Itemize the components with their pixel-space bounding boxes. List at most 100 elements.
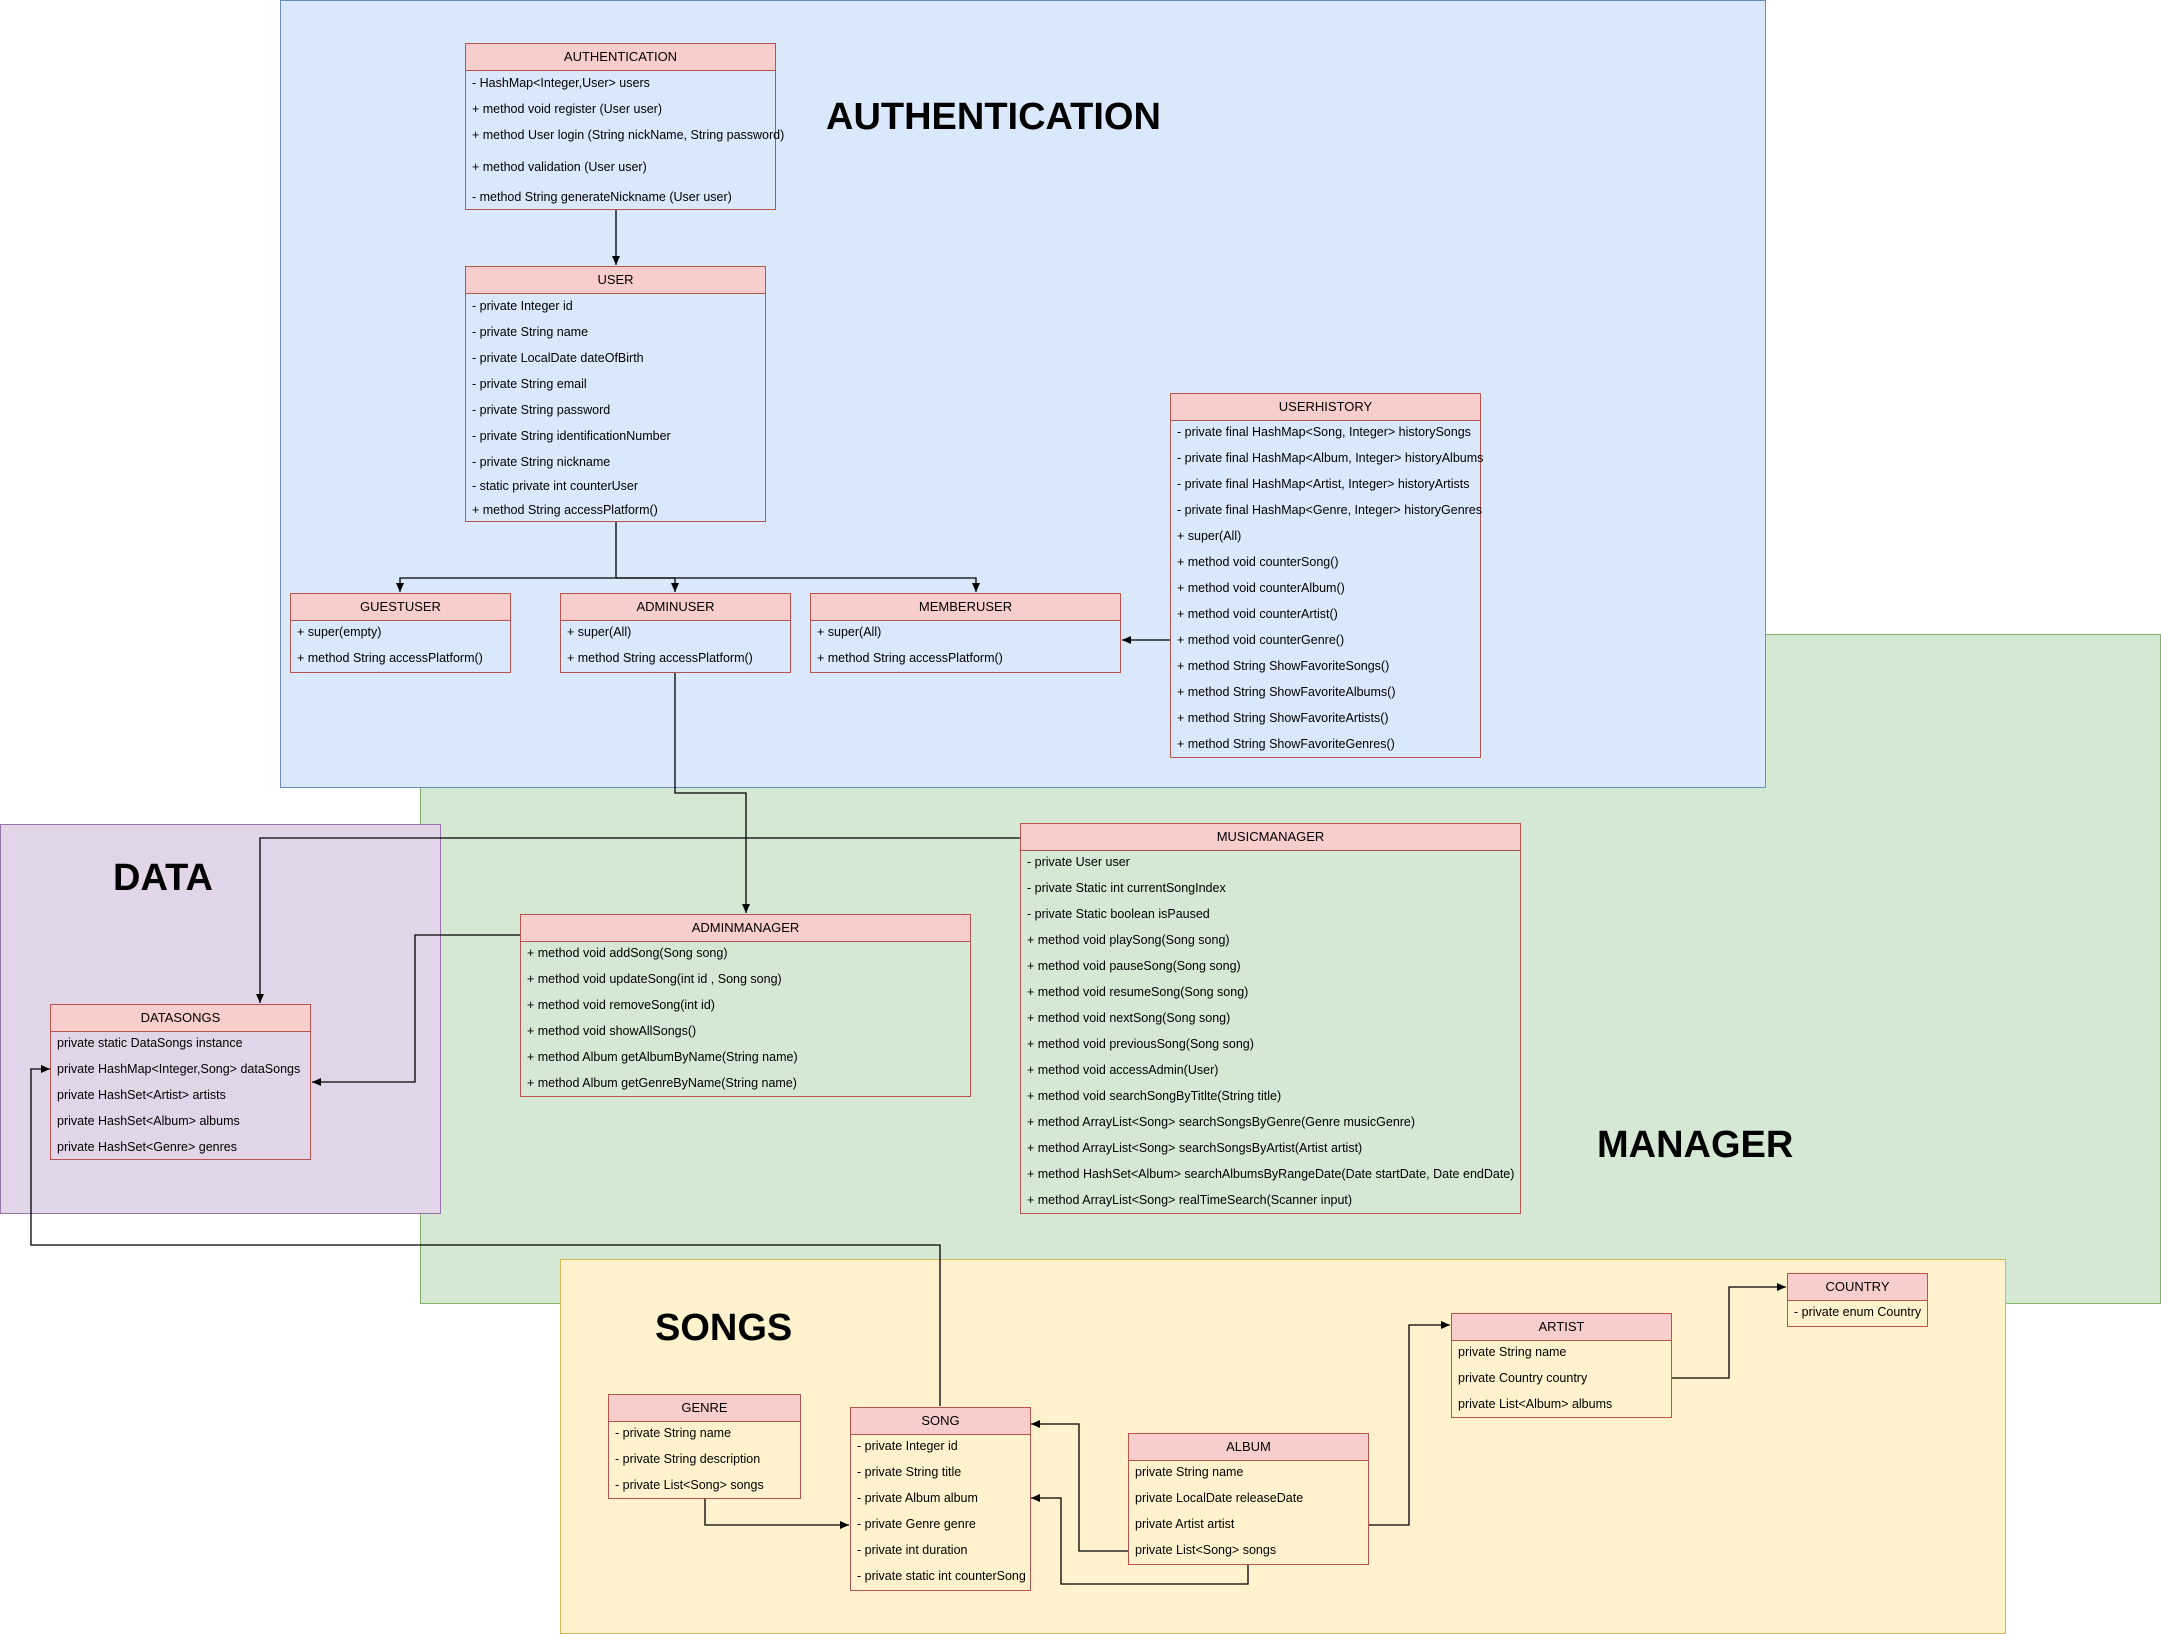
class-member: private HashSet<Artist> artists bbox=[57, 1088, 226, 1102]
class-datasongs[interactable]: DATASONGS private static DataSongs insta… bbox=[50, 1004, 311, 1160]
class-authentication[interactable]: AUTHENTICATION - HashMap<Integer,User> u… bbox=[465, 43, 784, 210]
class-musicmanager[interactable]: MUSICMANAGER - private User user - priva… bbox=[1020, 823, 1521, 1214]
class-member: - private String password bbox=[472, 403, 611, 417]
class-country[interactable]: COUNTRY - private enum Country bbox=[1787, 1273, 1928, 1327]
class-title: GUESTUSER bbox=[291, 594, 510, 621]
class-member: + method void addSong(Song song) bbox=[527, 946, 728, 960]
class-member: - private Album album bbox=[857, 1491, 978, 1505]
class-member: private LocalDate releaseDate bbox=[1135, 1491, 1304, 1505]
edge-adminmanager-datasongs bbox=[312, 934, 524, 1086]
class-title: ARTIST bbox=[1452, 1314, 1671, 1341]
class-title: SONG bbox=[851, 1408, 1030, 1435]
class-album[interactable]: ALBUM private String name private LocalD… bbox=[1128, 1433, 1369, 1565]
class-member: private List<Song> songs bbox=[1135, 1543, 1277, 1557]
region-title-manager: MANAGER bbox=[1597, 1124, 1794, 1166]
class-member: - private final HashMap<Song, Integer> h… bbox=[1177, 425, 1471, 439]
class-member: + method String accessPlatform() bbox=[817, 651, 1003, 665]
class-member: private HashSet<Album> albums bbox=[57, 1114, 240, 1128]
class-member: private String name bbox=[1135, 1465, 1244, 1479]
class-song[interactable]: SONG - private Integer id - private Stri… bbox=[850, 1407, 1031, 1591]
class-member: + method void previousSong(Song song) bbox=[1027, 1037, 1254, 1051]
class-member: private Country country bbox=[1458, 1371, 1588, 1385]
class-user[interactable]: USER - private Integer id - private Stri… bbox=[465, 266, 766, 522]
class-member: - private Genre genre bbox=[857, 1517, 976, 1531]
class-member: - private String email bbox=[472, 377, 587, 391]
class-member: - private enum Country bbox=[1794, 1305, 1922, 1319]
class-member: + method void counterSong() bbox=[1177, 555, 1339, 569]
class-member: - private Static boolean isPaused bbox=[1027, 907, 1210, 921]
class-member: - private static int counterSong bbox=[857, 1569, 1026, 1583]
class-guestuser[interactable]: GUESTUSER + super(empty) + method String… bbox=[290, 593, 511, 673]
class-member: - private User user bbox=[1027, 855, 1130, 869]
class-userhistory[interactable]: USERHISTORY - private final HashMap<Song… bbox=[1170, 393, 1484, 758]
edge-album-song bbox=[1031, 1420, 1128, 1552]
class-member: - method String generateNickname (User u… bbox=[472, 190, 732, 204]
class-member: + method ArrayList<Song> searchSongsByGe… bbox=[1027, 1115, 1416, 1129]
edge-user-memberuser bbox=[616, 577, 980, 592]
class-member: + method String ShowFavoriteGenres() bbox=[1177, 737, 1395, 751]
class-member: + method void nextSong(Song song) bbox=[1027, 1011, 1231, 1025]
region-title-data: DATA bbox=[113, 857, 213, 899]
class-member: - private String title bbox=[857, 1465, 962, 1479]
class-member: + method void resumeSong(Song song) bbox=[1027, 985, 1249, 999]
class-member: + method void register (User user) bbox=[472, 102, 663, 116]
class-adminuser[interactable]: ADMINUSER + super(All) + method String a… bbox=[560, 593, 791, 673]
class-member: + method String ShowFavoriteAlbums() bbox=[1177, 685, 1396, 699]
edge-album-song-2 bbox=[1031, 1494, 1249, 1585]
class-title: MUSICMANAGER bbox=[1021, 824, 1520, 851]
class-member: - private String identificationNumber bbox=[472, 429, 671, 443]
class-member: + method String accessPlatform() bbox=[297, 651, 483, 665]
edge-artist-country bbox=[1671, 1283, 1786, 1379]
class-genre[interactable]: GENRE - private String name - private St… bbox=[608, 1394, 801, 1499]
class-member: - private int duration bbox=[857, 1543, 968, 1557]
class-member: + super(All) bbox=[567, 625, 632, 639]
class-member: private HashMap<Integer,Song> dataSongs bbox=[57, 1062, 301, 1076]
class-member: + method void counterAlbum() bbox=[1177, 581, 1345, 595]
class-member: + method void updateSong(int id , Song s… bbox=[527, 972, 782, 986]
class-member: + method ArrayList<Song> searchSongsByAr… bbox=[1027, 1141, 1363, 1155]
class-member: + method void counterGenre() bbox=[1177, 633, 1345, 647]
class-member: private HashSet<Genre> genres bbox=[57, 1140, 237, 1154]
class-member: + method HashSet<Album> searchAlbumsByRa… bbox=[1027, 1167, 1515, 1181]
class-title: MEMBERUSER bbox=[811, 594, 1120, 621]
class-member: - static private int counterUser bbox=[472, 479, 639, 493]
class-title: USERHISTORY bbox=[1171, 394, 1480, 421]
class-member: + method Album getGenreByName(String nam… bbox=[527, 1076, 797, 1090]
class-member: - private String name bbox=[615, 1426, 732, 1440]
edge-user-adminuser bbox=[616, 577, 679, 592]
class-member: + super(All) bbox=[817, 625, 882, 639]
class-member: + method String accessPlatform() bbox=[472, 503, 658, 517]
class-member: + method String ShowFavoriteSongs() bbox=[1177, 659, 1390, 673]
class-memberuser[interactable]: MEMBERUSER + super(All) + method String … bbox=[810, 593, 1121, 673]
class-member: - private String nickname bbox=[472, 455, 611, 469]
class-member: + method String ShowFavoriteArtists() bbox=[1177, 711, 1389, 725]
class-member: + method void removeSong(int id) bbox=[527, 998, 715, 1012]
class-title: ADMINUSER bbox=[561, 594, 790, 621]
region-title-songs: SONGS bbox=[655, 1307, 793, 1349]
class-member: + super(All) bbox=[1177, 529, 1242, 543]
class-member: private static DataSongs instance bbox=[57, 1036, 243, 1050]
class-member: + method void playSong(Song song) bbox=[1027, 933, 1230, 947]
edge-musicmanager-datasongs bbox=[256, 837, 1020, 1003]
class-member: private List<Album> albums bbox=[1458, 1397, 1613, 1411]
class-member: - private String description bbox=[615, 1452, 761, 1466]
class-member: + super(empty) bbox=[297, 625, 382, 639]
class-title: AUTHENTICATION bbox=[466, 44, 775, 71]
edge-song-datasongs bbox=[30, 1065, 941, 1406]
class-adminmanager[interactable]: ADMINMANAGER + method void addSong(Song … bbox=[520, 914, 971, 1097]
class-member: - private final HashMap<Album, Integer> … bbox=[1177, 451, 1484, 465]
class-member: - private LocalDate dateOfBirth bbox=[472, 351, 644, 365]
class-title: ALBUM bbox=[1129, 1434, 1368, 1461]
class-member: + method void counterArtist() bbox=[1177, 607, 1338, 621]
class-member: private String name bbox=[1458, 1345, 1567, 1359]
edge-user-guestuser bbox=[396, 521, 617, 592]
class-member: + method Album getAlbumByName(String nam… bbox=[527, 1050, 798, 1064]
class-member: - private Static int currentSongIndex bbox=[1027, 881, 1226, 895]
class-title: COUNTRY bbox=[1788, 1274, 1927, 1301]
class-member: + method User login (String nickName, St… bbox=[472, 128, 785, 142]
class-member: - private final HashMap<Genre, Integer> … bbox=[1177, 503, 1483, 517]
edge-genre-song bbox=[704, 1498, 849, 1529]
class-member: + method String accessPlatform() bbox=[567, 651, 753, 665]
class-artist[interactable]: ARTIST private String name private Count… bbox=[1451, 1313, 1672, 1418]
